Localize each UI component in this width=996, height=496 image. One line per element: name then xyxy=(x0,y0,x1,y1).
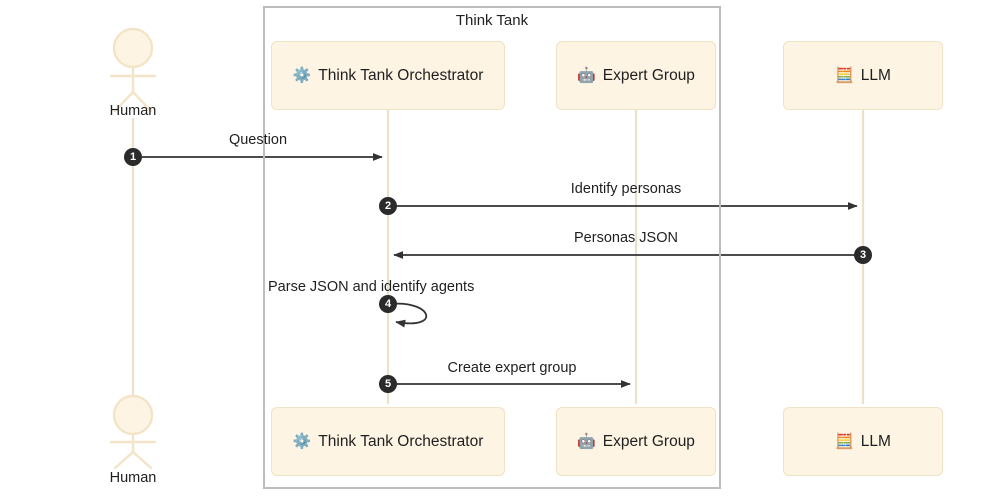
robot-icon: 🤖 xyxy=(577,433,596,450)
sequence-badge-5: 5 xyxy=(379,375,397,393)
message-label-4: Parse JSON and identify agents xyxy=(268,279,475,295)
participant-label-llm: LLM xyxy=(860,66,891,84)
sequence-badge-3: 3 xyxy=(854,246,872,264)
abacus-icon: 🧮 xyxy=(835,433,854,450)
actor-label-human-top: Human xyxy=(109,103,157,119)
participant-box-expert-group-top[interactable]: 🤖 Expert Group xyxy=(556,41,716,110)
message-label-2: Identify personas xyxy=(570,181,682,197)
message-arrow-4-self-loop xyxy=(389,302,428,328)
participant-label-expert-group: Expert Group xyxy=(602,432,695,450)
participant-box-expert-group-bottom[interactable]: 🤖 Expert Group xyxy=(556,407,716,476)
robot-icon: 🤖 xyxy=(577,67,596,84)
message-label-1: Question xyxy=(228,132,288,148)
gear-icon: ⚙️ xyxy=(292,433,312,450)
participant-label-orchestrator: Think Tank Orchestrator xyxy=(318,432,484,450)
participant-box-orchestrator-bottom[interactable]: ⚙️ Think Tank Orchestrator xyxy=(271,407,505,476)
sequence-badge-2: 2 xyxy=(379,197,397,215)
participant-label-llm: LLM xyxy=(860,432,891,450)
sequence-badge-1: 1 xyxy=(124,148,142,166)
group-box-think-tank xyxy=(263,6,721,489)
participant-label-orchestrator: Think Tank Orchestrator xyxy=(318,66,484,84)
gear-icon: ⚙️ xyxy=(292,67,312,84)
sequence-badge-4: 4 xyxy=(379,295,397,313)
participant-label-expert-group: Expert Group xyxy=(602,66,695,84)
group-title-think-tank: Think Tank xyxy=(455,12,529,29)
abacus-icon: 🧮 xyxy=(835,67,854,84)
participant-box-llm-top[interactable]: 🧮 LLM xyxy=(783,41,943,110)
actor-human-figure-bottom xyxy=(109,394,157,470)
message-label-3: Personas JSON xyxy=(574,230,678,246)
message-label-5: Create expert group xyxy=(447,360,577,376)
actor-label-human-bottom: Human xyxy=(109,470,157,486)
participant-box-llm-bottom[interactable]: 🧮 LLM xyxy=(783,407,943,476)
actor-human-figure-top xyxy=(109,27,157,113)
participant-box-orchestrator-top[interactable]: ⚙️ Think Tank Orchestrator xyxy=(271,41,505,110)
